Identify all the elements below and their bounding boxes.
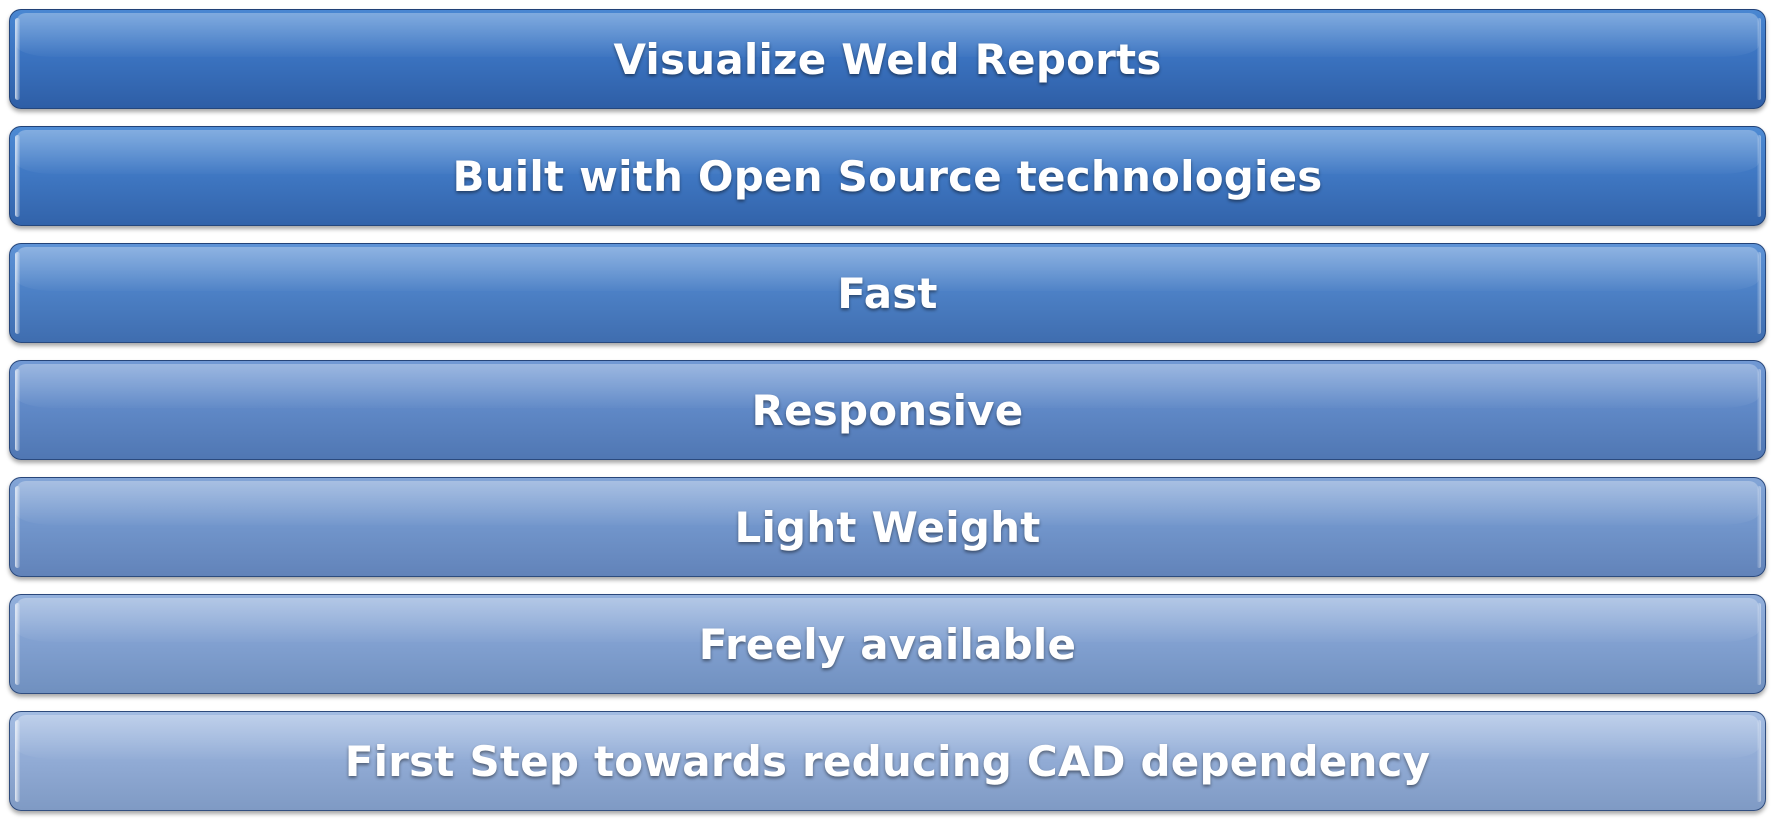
feature-bar-reduce-cad-dependency: First Step towards reducing CAD dependen… xyxy=(9,711,1766,811)
feature-label: Light Weight xyxy=(734,502,1041,552)
feature-label: Responsive xyxy=(751,385,1024,435)
feature-list: Visualize Weld Reports Built with Open S… xyxy=(9,9,1766,811)
feature-bar-responsive: Responsive xyxy=(9,360,1766,460)
feature-label: Freely available xyxy=(698,619,1077,669)
feature-bar-light-weight: Light Weight xyxy=(9,477,1766,577)
feature-bar-visualize-weld-reports: Visualize Weld Reports xyxy=(9,9,1766,109)
feature-bar-freely-available: Freely available xyxy=(9,594,1766,694)
feature-bar-open-source: Built with Open Source technologies xyxy=(9,126,1766,226)
feature-label: Built with Open Source technologies xyxy=(452,151,1323,201)
feature-bar-fast: Fast xyxy=(9,243,1766,343)
feature-label: First Step towards reducing CAD dependen… xyxy=(344,736,1431,786)
feature-label: Fast xyxy=(837,268,938,318)
feature-label: Visualize Weld Reports xyxy=(613,34,1162,84)
